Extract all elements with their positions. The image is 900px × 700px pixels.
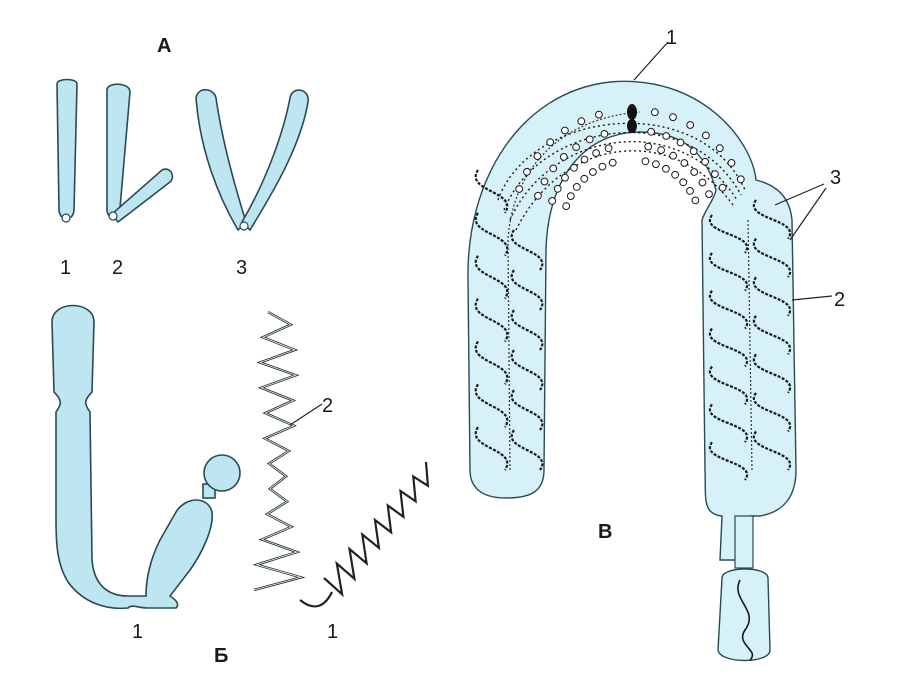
chromomere [573,144,580,151]
leader-c1 [634,42,668,80]
coil-upper [254,312,301,590]
c-satellite-stalk [735,516,753,568]
chromomere [567,193,574,200]
chromosome-with-satellite [52,306,212,609]
leader-c2 [792,296,832,300]
chromomere [550,165,557,172]
chromomere [699,179,706,186]
chromomere [541,178,548,185]
chromomere [680,179,687,186]
panel-c: 1 3 2 В [468,27,845,661]
chromomere [706,191,713,198]
leader-b2 [290,404,322,425]
chromomere [670,152,677,159]
chromomere [658,147,665,154]
chromomere [652,109,659,116]
coil-upper-core [254,312,301,590]
chromomere [601,131,608,138]
chromosome-acrocentric-long-arm [107,84,130,217]
centromere-c [627,104,637,120]
chromomere [596,111,603,118]
label-c3: 3 [830,167,841,189]
chromomere [663,165,670,172]
chromomere [605,145,612,152]
chromomere [691,169,698,176]
chromomere [690,148,697,155]
coil-joint [300,592,332,606]
chromomere [554,185,561,192]
panel-b-title: Б [214,645,228,667]
label-b1-right: 1 [327,621,338,643]
chromomere [593,150,600,157]
chromomere [547,139,554,146]
chromomere [712,171,719,178]
chromomere [560,154,567,161]
chromomere [563,203,570,210]
chromomere [581,175,588,182]
centromere-2 [109,212,117,220]
chromomere [648,128,655,135]
label-a2: 2 [112,257,123,279]
chromomere [535,192,542,199]
chromomere [642,158,649,165]
satellite [204,455,240,491]
chromomere [549,198,556,205]
chromomere [703,132,710,139]
chromomere [663,133,670,140]
centromere-3 [240,222,248,230]
chromomere [737,176,744,183]
label-a1: 1 [60,257,71,279]
coiled-chromatid [254,312,428,606]
panel-a: А 1 2 3 [57,35,308,279]
chromomere [534,153,541,160]
chromomere [672,171,679,178]
chromomere [562,174,569,181]
centromere-c2 [627,119,637,133]
chromomere [692,197,699,204]
chromomere [728,160,735,167]
centromere-1 [62,214,70,222]
chromomere [573,184,580,191]
label-b2: 2 [322,395,333,417]
chromomere [524,168,531,175]
chromomere [670,114,677,121]
chromomere [653,161,660,168]
panel-b: 1 2 1 Б [52,306,428,668]
chromomere [581,156,588,163]
label-c2: 2 [834,289,845,311]
chromomere [609,159,616,166]
panel-c-title: В [598,521,612,543]
chromomere [687,122,694,129]
label-b1-left: 1 [132,621,143,643]
chromomere [586,136,593,143]
chromomere [677,139,684,146]
panel-a-title: А [157,35,171,57]
chromomere [599,163,606,170]
chromomere [562,127,569,134]
label-c1: 1 [666,27,677,49]
chromomere [571,164,578,171]
coil-lower [324,462,428,594]
chromosome-telocentric [57,80,77,220]
chromomere [645,143,652,150]
chromomere [687,188,694,195]
chromomere [702,158,709,165]
chromomere [590,169,597,176]
chromomere [516,186,523,193]
label-a3: 3 [236,257,247,279]
chromosome-metacentric-right-arm [242,90,308,230]
c-satellite [718,569,770,661]
chromomere [578,118,585,125]
chromomere [681,160,688,167]
chromomere [719,184,726,191]
chromosome-metacentric-left-arm [196,90,246,230]
chromomere [716,145,723,152]
